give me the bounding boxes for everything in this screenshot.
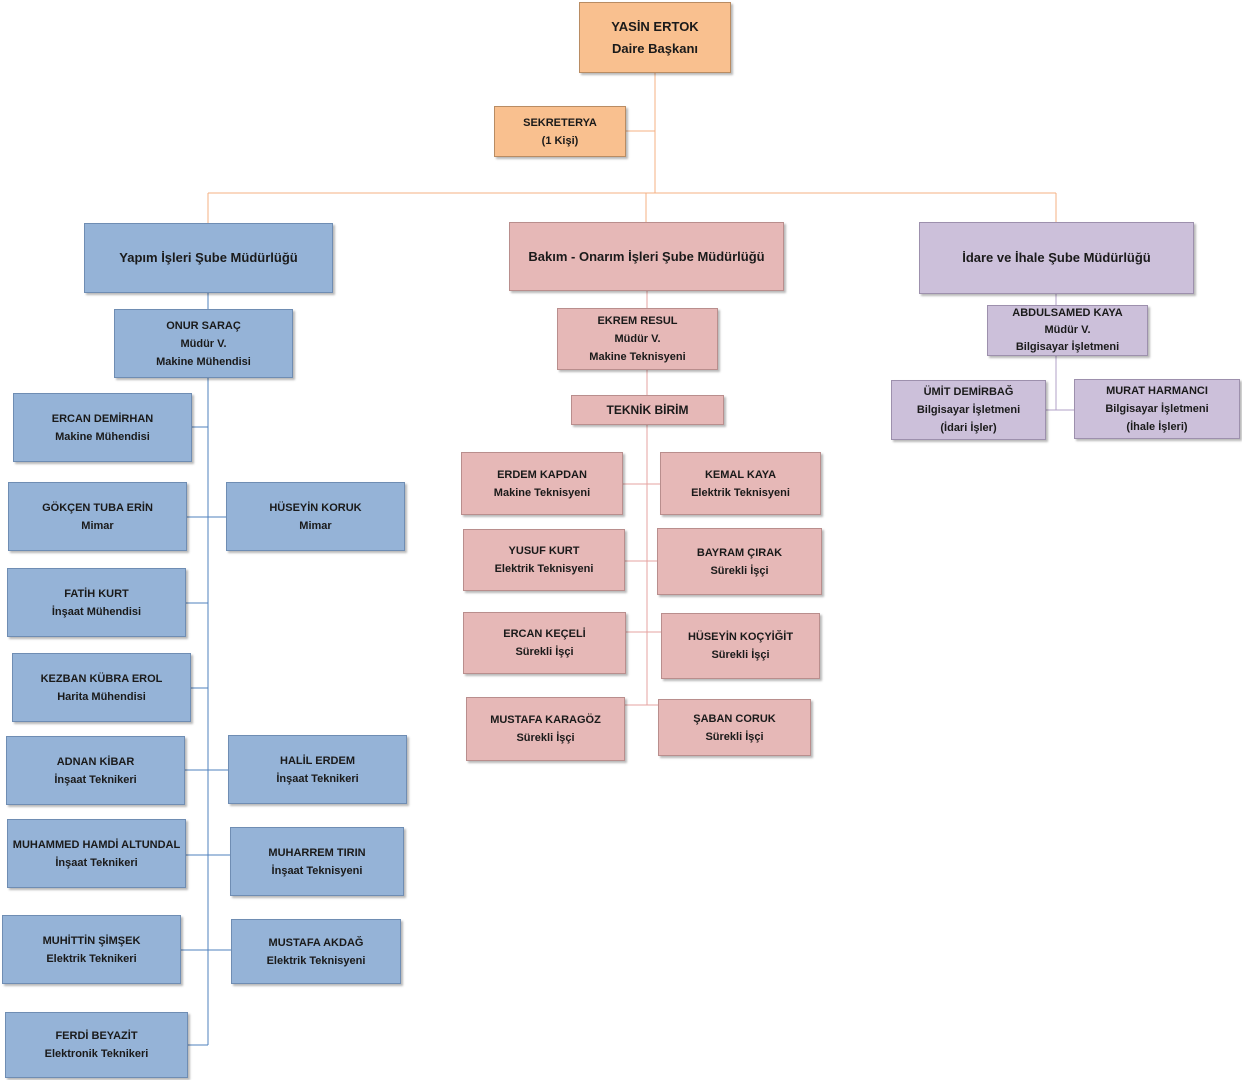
person-title: Makine Teknisyeni xyxy=(493,486,591,499)
staff-box: ADNAN KİBAR İnşaat Teknikeri xyxy=(6,736,185,805)
person-title: İnşaat Teknikeri xyxy=(54,773,137,786)
director-name: YASİN ERTOK xyxy=(611,18,699,34)
staff-box: HALİL ERDEM İnşaat Teknikeri xyxy=(228,735,407,804)
person-name: BAYRAM ÇIRAK xyxy=(696,546,783,559)
person-name: FATİH KURT xyxy=(64,587,129,600)
person-name: KEZBAN KÜBRA EROL xyxy=(40,672,163,685)
person-name: ERCAN DEMİRHAN xyxy=(51,412,154,425)
staff-box: KEZBAN KÜBRA EROL Harita Mühendisi xyxy=(12,653,191,722)
yapim-manager-box: ONUR SARAÇ Müdür V. Makine Mühendisi xyxy=(114,309,293,378)
person-note: (İhale İşleri) xyxy=(1126,421,1188,433)
idare-manager-box: ABDULSAMED KAYA Müdür V. Bilgisayar İşle… xyxy=(987,305,1148,356)
person-title: Bilgisayar İşletmeni xyxy=(1105,403,1209,415)
person-name: ERDEM KAPDAN xyxy=(497,468,587,481)
person-name: FERDİ BEYAZİT xyxy=(55,1030,138,1042)
person-name: HÜSEYİN KOÇYİĞİT xyxy=(687,631,794,643)
top-connectors xyxy=(207,73,1057,223)
staff-box: YUSUF KURT Elektrik Teknisyeni xyxy=(463,529,625,591)
person-name: HALİL ERDEM xyxy=(280,754,355,767)
person-name: GÖKÇEN TUBA ERİN xyxy=(42,501,153,514)
staff-box: HÜSEYİN KOÇYİĞİT Sürekli İşçi xyxy=(661,613,820,679)
secretary-label: SEKRETERYA xyxy=(523,116,597,129)
staff-box: HÜSEYİN KORUK Mimar xyxy=(226,482,405,551)
staff-box: ERDEM KAPDAN Makine Teknisyeni xyxy=(461,452,623,515)
person-title: Elektrik Teknisyeni xyxy=(494,563,594,575)
staff-box: ERCAN DEMİRHAN Makine Mühendisi xyxy=(13,393,192,462)
person-title: Sürekli İşçi xyxy=(516,732,575,744)
person-role: Müdür V. xyxy=(1044,324,1091,336)
person-title: Elektronik Teknikeri xyxy=(44,1048,149,1060)
staff-box: MUSTAFA AKDAĞ Elektrik Teknisyeni xyxy=(231,919,401,984)
person-name: KEMAL KAYA xyxy=(704,468,777,481)
person-name: ERCAN KEÇELİ xyxy=(503,628,586,640)
director-title: Daire Başkanı xyxy=(612,40,698,56)
idare-connectors xyxy=(1046,294,1074,411)
person-name: MUHİTTİN ŞİMŞEK xyxy=(42,934,141,947)
staff-box: MURAT HARMANCI Bilgisayar İşletmeni (İha… xyxy=(1074,379,1240,439)
yapim-connectors xyxy=(181,293,231,1046)
person-name: ÜMİT DEMİRBAĞ xyxy=(923,386,1014,398)
person-note: (İdari İşler) xyxy=(940,422,997,434)
person-name: MUHAMMED HAMDİ ALTUNDAL xyxy=(12,838,181,851)
person-title: İnşaat Mühendisi xyxy=(51,605,142,618)
person-title: Makine Mühendisi xyxy=(156,355,251,368)
yapim-heading: Yapım İşleri Şube Müdürlüğü xyxy=(119,250,298,265)
technical-unit-label: TEKNİK BİRİM xyxy=(606,403,689,417)
person-name: MURAT HARMANCI xyxy=(1106,385,1208,397)
technical-unit-box: TEKNİK BİRİM xyxy=(571,395,724,425)
person-title: İnşaat Teknisyeni xyxy=(271,864,363,877)
person-title: Elektrik Teknisyeni xyxy=(266,954,366,967)
person-title: İnşaat Teknikeri xyxy=(55,856,138,869)
person-name: HÜSEYİN KORUK xyxy=(269,501,362,514)
staff-box: ÜMİT DEMİRBAĞ Bilgisayar İşletmeni (İdar… xyxy=(891,380,1046,440)
person-title: Makine Teknisyeni xyxy=(589,351,686,363)
staff-box: MUHİTTİN ŞİMŞEK Elektrik Teknikeri xyxy=(2,915,181,984)
person-title: Mimar xyxy=(81,519,114,532)
person-title: Bilgisayar İşletmeni xyxy=(1015,341,1120,353)
person-title: Sürekli İşçi xyxy=(711,649,770,661)
person-name: MUSTAFA AKDAĞ xyxy=(268,936,364,949)
staff-box: FATİH KURT İnşaat Mühendisi xyxy=(7,568,186,637)
person-title: Mimar xyxy=(299,519,332,532)
person-title: Makine Mühendisi xyxy=(55,430,150,443)
person-name: MUSTAFA KARAGÖZ xyxy=(490,714,601,726)
staff-box: MUSTAFA KARAGÖZ Sürekli İşçi xyxy=(466,697,625,761)
yapim-heading-box: Yapım İşleri Şube Müdürlüğü xyxy=(84,223,333,293)
staff-box: BAYRAM ÇIRAK Sürekli İşçi xyxy=(657,528,822,595)
person-name: ADNAN KİBAR xyxy=(56,755,135,768)
director-box: YASİN ERTOK Daire Başkanı xyxy=(579,2,731,73)
staff-box: ŞABAN CORUK Sürekli İşçi xyxy=(658,699,811,756)
person-name: ŞABAN CORUK xyxy=(693,712,776,725)
person-title: Elektrik Teknikeri xyxy=(46,952,137,965)
bakim-heading-box: Bakım - Onarım İşleri Şube Müdürlüğü xyxy=(509,222,784,291)
staff-box: MUHAMMED HAMDİ ALTUNDAL İnşaat Teknikeri xyxy=(7,819,186,888)
person-name: YUSUF KURT xyxy=(508,545,580,557)
person-role: Müdür V. xyxy=(180,337,227,350)
bakim-manager-box: EKREM RESUL Müdür V. Makine Teknisyeni xyxy=(557,308,718,370)
person-name: ABDULSAMED KAYA xyxy=(1012,307,1123,319)
person-title: Bilgisayar İşletmeni xyxy=(916,404,1021,416)
person-title: Sürekli İşçi xyxy=(515,646,574,658)
staff-box: KEMAL KAYA Elektrik Teknisyeni xyxy=(660,452,821,515)
secretary-box: SEKRETERYA (1 Kişi) xyxy=(494,106,626,157)
person-name: EKREM RESUL xyxy=(597,315,678,327)
person-title: Elektrik Teknisyeni xyxy=(691,486,790,499)
staff-box: MUHARREM TIRIN İnşaat Teknisyeni xyxy=(230,827,404,896)
person-title: Sürekli İşçi xyxy=(705,730,764,743)
idare-heading-box: İdare ve İhale Şube Müdürlüğü xyxy=(919,222,1194,294)
person-title: Harita Mühendisi xyxy=(57,690,146,703)
staff-box: FERDİ BEYAZİT Elektronik Teknikeri xyxy=(5,1012,188,1078)
staff-box: ERCAN KEÇELİ Sürekli İşçi xyxy=(463,612,626,674)
person-name: ONUR SARAÇ xyxy=(166,319,241,332)
person-title: İnşaat Teknikeri xyxy=(276,772,359,785)
person-title: Sürekli İşçi xyxy=(710,564,769,577)
secretary-count: (1 Kişi) xyxy=(541,134,579,147)
staff-box: GÖKÇEN TUBA ERİN Mimar xyxy=(8,482,187,551)
bakim-connectors xyxy=(623,291,661,706)
bakim-heading: Bakım - Onarım İşleri Şube Müdürlüğü xyxy=(528,248,765,264)
person-role: Müdür V. xyxy=(614,333,661,345)
idare-heading: İdare ve İhale Şube Müdürlüğü xyxy=(962,250,1151,265)
person-name: MUHARREM TIRIN xyxy=(268,846,366,859)
